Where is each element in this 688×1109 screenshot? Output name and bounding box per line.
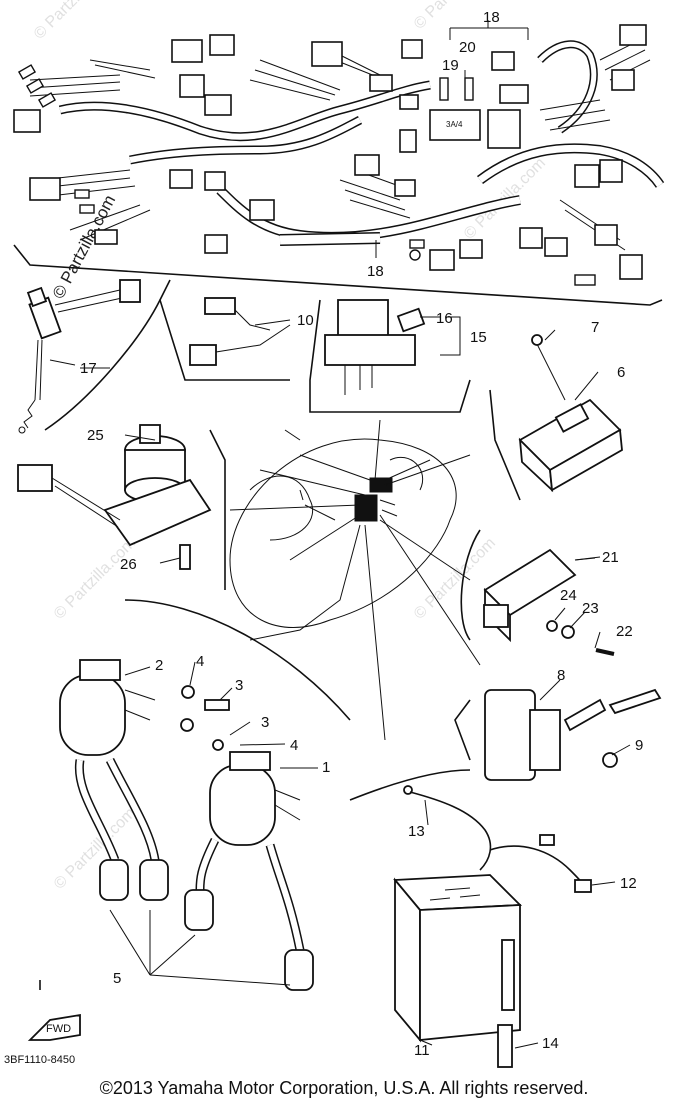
callout-25: 25 bbox=[87, 427, 104, 444]
callout-18b: 18 bbox=[367, 263, 384, 280]
callout-12: 12 bbox=[620, 875, 637, 892]
callout-9: 9 bbox=[635, 737, 643, 754]
part-2-coil bbox=[59, 659, 230, 756]
callout-3b: 3 bbox=[261, 714, 269, 731]
callout-14: 14 bbox=[542, 1035, 559, 1052]
callout-5: 5 bbox=[113, 970, 121, 987]
part-25-ignition bbox=[17, 424, 212, 570]
relay-label: 3A/4 bbox=[446, 120, 463, 129]
part-6-cdi bbox=[518, 334, 623, 493]
callout-17: 17 bbox=[80, 360, 97, 377]
part-code: 3BF1110-8450 bbox=[4, 1054, 75, 1066]
part-11-battery bbox=[393, 874, 523, 1043]
part-17-switch bbox=[18, 279, 141, 434]
fwd-label: FWD bbox=[46, 1023, 71, 1035]
callout-4a: 4 bbox=[196, 653, 204, 670]
callout-4b: 4 bbox=[290, 737, 298, 754]
copyright-notice: ©2013 Yamaha Motor Corporation, U.S.A. A… bbox=[99, 1078, 589, 1098]
callout-19: 19 bbox=[442, 57, 459, 74]
callout-leaders bbox=[80, 70, 631, 1049]
frame-sketch bbox=[229, 419, 481, 741]
fwd-arrow-icon: FWD bbox=[27, 1013, 81, 1041]
group-boundaries bbox=[39, 279, 521, 990]
region-boundary-line bbox=[13, 244, 663, 306]
callout-23: 23 bbox=[582, 600, 599, 617]
callout-1: 1 bbox=[322, 759, 330, 776]
callout-22: 22 bbox=[616, 623, 633, 640]
part-1-coil bbox=[209, 751, 301, 846]
callout-11: 11 bbox=[414, 1042, 430, 1059]
callout-16: 16 bbox=[436, 310, 453, 327]
callout-6: 6 bbox=[617, 364, 625, 381]
part-21-unit bbox=[483, 548, 615, 656]
callout-7: 7 bbox=[591, 319, 599, 336]
part-5-plug-caps bbox=[74, 757, 314, 991]
callout-18a: 18 bbox=[483, 9, 500, 26]
callout-numbers: 18 20 19 18 10 16 15 7 17 6 25 26 21 24 … bbox=[80, 9, 643, 1059]
watermark: © Partzilla.com bbox=[51, 535, 139, 623]
callout-20: 20 bbox=[459, 39, 476, 56]
callout-24: 24 bbox=[560, 587, 577, 604]
part-10-connector bbox=[189, 297, 291, 366]
callout-13: 13 bbox=[408, 823, 425, 840]
part-12-lead bbox=[489, 834, 592, 893]
part-14-tube bbox=[497, 939, 515, 1068]
callout-8: 8 bbox=[557, 667, 565, 684]
callout-21: 21 bbox=[602, 549, 619, 566]
callout-10: 10 bbox=[297, 312, 314, 329]
callout-15: 15 bbox=[470, 329, 487, 346]
wire-harness bbox=[13, 20, 665, 306]
watermark: © Partzilla.com bbox=[31, 0, 119, 43]
part-8-unit bbox=[484, 688, 662, 781]
relay-block bbox=[354, 494, 378, 522]
fuse-block bbox=[369, 477, 393, 493]
callout-3a: 3 bbox=[235, 677, 243, 694]
part-13-lead bbox=[403, 785, 492, 871]
callout-2: 2 bbox=[155, 657, 163, 674]
callout-26: 26 bbox=[120, 556, 137, 573]
